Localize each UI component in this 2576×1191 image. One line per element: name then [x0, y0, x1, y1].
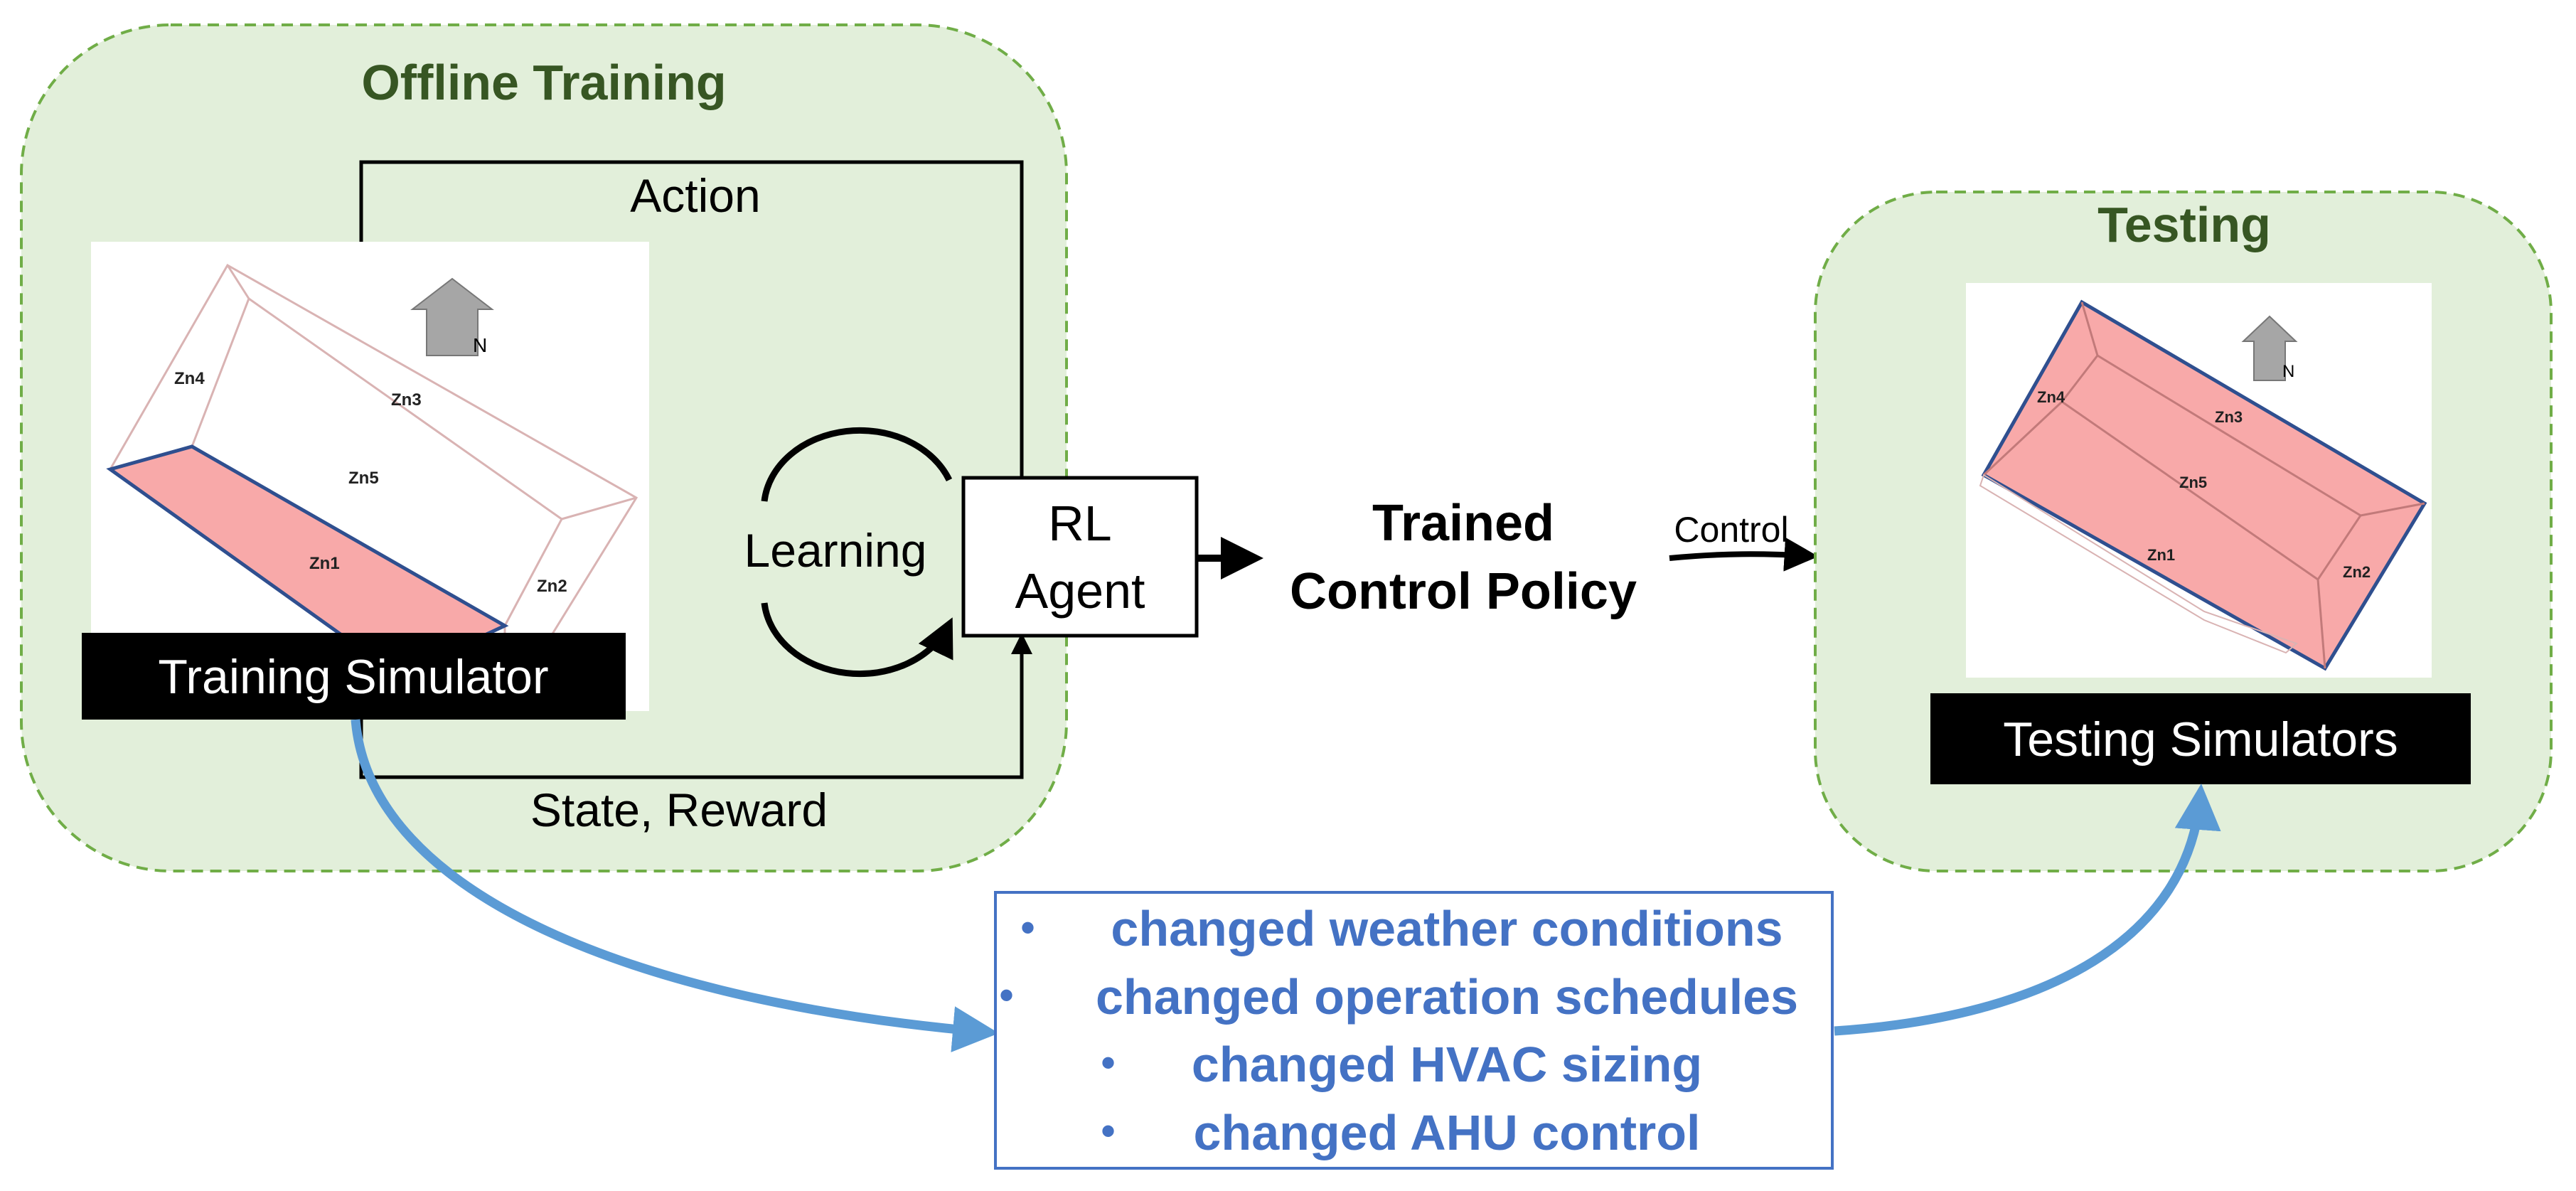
testing-north-arrow-icon	[2241, 315, 2298, 381]
state-reward-label: State, Reward	[530, 784, 828, 836]
testing-zone-label-zn4: Zn4	[2037, 388, 2065, 406]
changes-item-ahu: changed AHU control	[1194, 1105, 1701, 1160]
training-north-arrow-icon	[410, 277, 494, 356]
testing-zone-label-zn5: Zn5	[2179, 474, 2207, 491]
changes-bullet-2: •	[999, 971, 1014, 1019]
testing-panel: Testing Zn4 Zn3 Zn5 Zn1 Zn2 N Testing Si…	[1814, 191, 2553, 872]
changes-bullet-1: •	[1020, 904, 1035, 951]
training-north-label: N	[473, 334, 487, 356]
testing-building-image: Zn4 Zn3 Zn5 Zn1 Zn2 N	[1966, 283, 2432, 678]
trained-policy-label-line1: Trained	[1372, 495, 1554, 552]
testing-simulators-label: Testing Simulators	[2003, 712, 2398, 767]
learning-arc-top	[761, 427, 953, 502]
control-label: Control	[1674, 510, 1788, 550]
testing-zone-label-zn2: Zn2	[2343, 563, 2371, 581]
zone-label-zn3: Zn3	[391, 390, 422, 410]
training-simulator-label-bg	[82, 633, 626, 720]
training-simulator-label: Training Simulator	[158, 650, 548, 704]
rl-agent-label-line1: RL	[1048, 496, 1111, 551]
zone-label-zn1: Zn1	[309, 554, 340, 573]
testing-corner-line	[1982, 400, 2063, 476]
changes-item-schedules: changed operation schedules	[1096, 969, 1798, 1025]
learning-arc-bottom	[761, 602, 953, 678]
training-corner-line	[561, 496, 637, 520]
testing-zone-label-zn3: Zn3	[2215, 408, 2243, 426]
rl-agent-label-line2: Agent	[1015, 563, 1145, 619]
changes-box-border	[994, 891, 1834, 1170]
zone-label-zn4: Zn4	[174, 369, 205, 388]
changes-to-testing-arrow	[1834, 784, 2221, 1036]
offline-training-title: Offline Training	[361, 55, 726, 110]
testing-title: Testing	[2097, 197, 2271, 252]
changes-bullet-3: •	[1101, 1039, 1116, 1086]
changes-bullet-4: •	[1101, 1107, 1116, 1155]
testing-corner-line	[2316, 579, 2326, 669]
testing-corner-line	[2360, 502, 2425, 517]
trained-policy-label-line2: Control Policy	[1290, 563, 1637, 620]
changes-item-hvac: changed HVAC sizing	[1192, 1037, 1702, 1092]
training-zone-zn1-highlight	[106, 444, 509, 678]
control-arrow	[1669, 537, 1819, 572]
training-corner-line	[226, 265, 250, 299]
changes-box: • changed weather conditions • changed o…	[994, 891, 1834, 1170]
testing-north-label: N	[2282, 362, 2294, 381]
testing-corner-line	[2080, 301, 2099, 356]
action-label: Action	[630, 169, 760, 222]
changes-item-weather: changed weather conditions	[1111, 901, 1783, 956]
learning-label: Learning	[744, 524, 927, 577]
testing-extension-outline	[1979, 474, 2298, 654]
testing-zone-label-zn1: Zn1	[2147, 546, 2175, 564]
offline-training-panel: Offline Training Action State, Reward Le…	[20, 23, 1199, 872]
testing-simulators-label-bg	[1930, 693, 2471, 784]
zone-label-zn5: Zn5	[348, 469, 379, 488]
training-to-changes-arrow	[351, 719, 999, 1052]
zone-label-zn2: Zn2	[537, 577, 567, 596]
action-loop-line	[359, 160, 1024, 478]
